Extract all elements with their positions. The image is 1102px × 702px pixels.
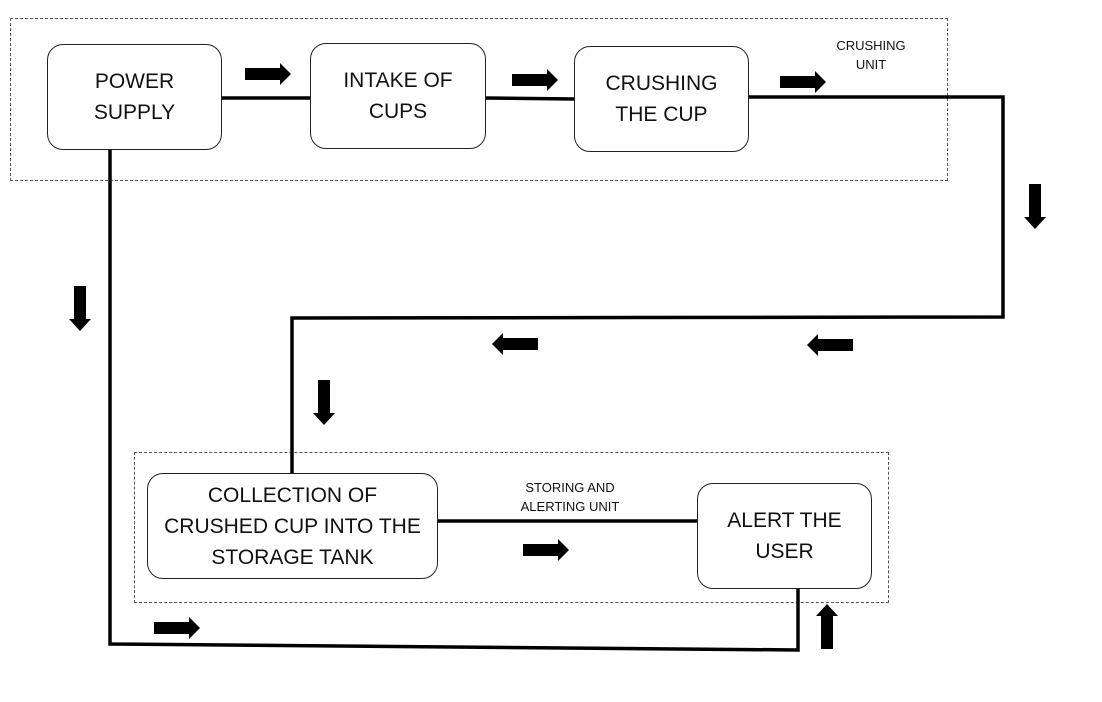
arrow-right-collection-alert [523, 539, 569, 561]
storing-alerting-unit-label: STORING AND ALERTING UNIT [520, 480, 620, 514]
arrow-down-right-side [1024, 184, 1046, 229]
arrow-right-intake-crushing [512, 69, 558, 91]
arrow-right-crushing-out [780, 71, 826, 93]
crushing-the-cup-node: CRUSHING THE CUP [574, 46, 749, 152]
arrow-up-to-alert [816, 604, 838, 649]
arrow-left-lower [492, 333, 538, 355]
alert-the-user-node: ALERT THE USER [697, 483, 872, 589]
storing-alerting-unit-group [134, 452, 889, 603]
power-supply-node: POWER SUPPLY [47, 44, 222, 150]
arrow-down-to-collection [313, 380, 335, 425]
intake-of-cups-node: INTAKE OF CUPS [310, 43, 486, 149]
flow-arrows [69, 63, 1046, 649]
collection-storage-tank-node: COLLECTION OF CRUSHED CUP INTO THE STORA… [147, 473, 438, 579]
arrow-down-left-side [69, 286, 91, 331]
arrow-left-upper [807, 334, 853, 356]
arrow-right-bottom [154, 617, 200, 639]
crushing-unit-label: CRUSHING UNIT [836, 38, 906, 72]
line-power-to-alert [108, 149, 800, 652]
crushing-unit-group [10, 18, 948, 181]
connector-lines [108, 95, 1005, 652]
arrow-right-power-intake [245, 63, 291, 85]
line-crushing-to-collection [290, 95, 1005, 474]
line-intake-to-crushing [485, 96, 576, 101]
